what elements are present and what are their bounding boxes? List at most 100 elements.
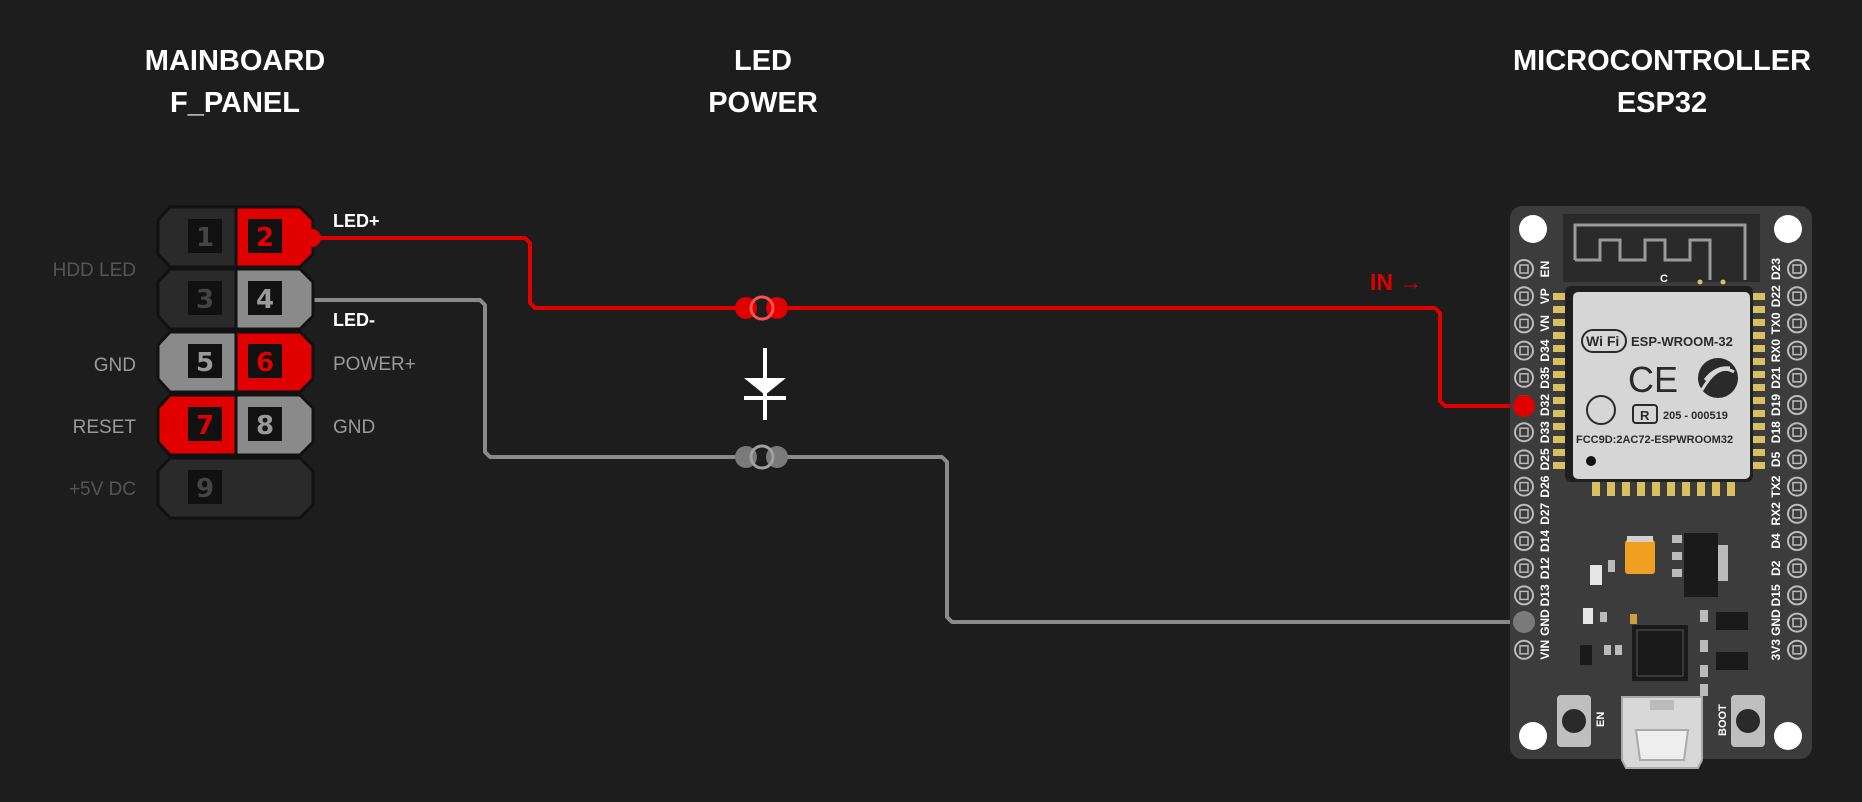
esp32-pin-left-d26[interactable] [1514, 476, 1534, 497]
title-led-power-line1: LED [734, 45, 792, 77]
title-mainboard: MAINBOARD F_PANEL [100, 40, 370, 124]
esp32-pin-right-d4[interactable] [1787, 531, 1807, 551]
esp32-pin-label-right-3v3: 3V3 [1769, 639, 1783, 661]
esp32-pin-right-gnd[interactable] [1787, 612, 1807, 633]
title-microcontroller-line1: MICROCONTROLLER [1512, 45, 1812, 77]
esp32-pin-left-d14[interactable] [1514, 531, 1534, 551]
esp32-pin-right-d22[interactable] [1787, 286, 1807, 307]
pin-number-8: 8 [256, 411, 274, 441]
wire-led-plus[interactable] [310, 236, 745, 310]
title-mainboard-line1: MAINBOARD [144, 45, 326, 77]
pin-number-1: 1 [196, 223, 214, 253]
led-connector-red [735, 295, 788, 321]
label-led-minus: LED- [333, 310, 375, 330]
esp32-pin-left-d25[interactable] [1514, 449, 1534, 470]
esp32-pin-label-left-d12: D12 [1538, 557, 1552, 579]
esp32-pin-label-right-tx2: TX2 [1769, 475, 1783, 497]
esp32-pin-left-vin[interactable] [1514, 639, 1534, 660]
esp32-pin-label-left-d25: D25 [1538, 448, 1552, 470]
esp32-pin-label-left-d32: D32 [1538, 394, 1552, 416]
esp32-pin-label-right-rx0: RX0 [1769, 339, 1783, 363]
esp32-pin-label-right-tx0: TX0 [1769, 312, 1783, 334]
esp32-pin-label-right-d4: D4 [1769, 533, 1783, 549]
pin-number-9: 9 [196, 474, 214, 504]
esp32-pin-label-right-d23: D23 [1769, 258, 1783, 280]
esp32-pin-label-left-d34: D34 [1538, 339, 1552, 361]
en-button-label: EN [1595, 712, 1607, 727]
esp32-pin-label-left-en: EN [1538, 261, 1552, 278]
label-5v-dc: +5V DC [69, 479, 136, 500]
esp32-pin-left-d27[interactable] [1514, 503, 1534, 524]
esp32-pin-label-right-d22: D22 [1769, 285, 1783, 307]
label-power-plus: POWER+ [333, 354, 416, 375]
esp32-pin-label-left-d13: D13 [1538, 584, 1552, 606]
esp32-pin-right-tx0[interactable] [1787, 313, 1807, 334]
esp32-pin-left-d13[interactable] [1514, 585, 1534, 606]
esp32-pin-right-d21[interactable] [1787, 367, 1807, 388]
esp32-pin-label-left-d26: D26 [1538, 475, 1552, 497]
esp32-pin-right-d19[interactable] [1787, 395, 1807, 415]
label-gnd-left: GND [94, 355, 136, 376]
esp32-pin-label-right-gnd: GND [1769, 609, 1783, 636]
wire-in-d32[interactable] [778, 306, 1522, 408]
module-name: ESP-WROOM-32 [1631, 334, 1733, 349]
esp32-pin-right-rx2[interactable] [1787, 503, 1807, 524]
esp32-pin-label-left-d35: D35 [1538, 366, 1552, 388]
esp32-pin-right-3v3[interactable] [1787, 639, 1807, 660]
title-microcontroller: MICROCONTROLLER ESP32 [1482, 40, 1842, 124]
esp32-pin-left-d35[interactable] [1514, 367, 1534, 388]
title-mainboard-line2: F_PANEL [170, 87, 300, 119]
esp32-pin-left-d33[interactable] [1514, 422, 1534, 443]
esp32-pin-left-d34[interactable] [1514, 340, 1534, 361]
esp32-pin-right-d18[interactable] [1787, 422, 1807, 443]
esp32-pin-left-d12[interactable] [1514, 558, 1534, 579]
diode-icon [744, 348, 786, 420]
esp32-pin-right-d15[interactable] [1787, 585, 1807, 606]
esp32-pin-label-right-d21: D21 [1769, 366, 1783, 388]
label-in: IN → [1370, 269, 1422, 295]
pin-number-4: 4 [256, 285, 274, 315]
esp32-pin-left-vp[interactable] [1514, 286, 1534, 307]
esp32-pin-rows: ENVPVND34D35D32D33D25D26D27D14D12D13GNDV… [1514, 258, 1807, 661]
cert-number: 205 - 000519 [1663, 410, 1728, 422]
pin-number-5: 5 [196, 348, 214, 378]
esp32-pin-right-tx2[interactable] [1787, 476, 1807, 497]
label-hdd-led: HDD LED [53, 260, 136, 281]
f-panel-header [156, 205, 321, 520]
esp32-pin-label-right-d5: D5 [1769, 451, 1783, 467]
d32-connection-dot[interactable] [1513, 395, 1535, 417]
wire-gnd[interactable] [778, 455, 1522, 624]
esp32-pin-right-rx0[interactable] [1787, 340, 1807, 361]
esp32-pin-label-left-vin: VIN [1538, 640, 1552, 660]
esp32-pin-right-d2[interactable] [1787, 558, 1807, 579]
esp32-pin-label-right-d15: D15 [1769, 584, 1783, 606]
pin-number-2: 2 [256, 223, 274, 253]
r-mark: R [1640, 408, 1650, 423]
esp32-pin-label-left-d27: D27 [1538, 502, 1552, 524]
esp32-pin-label-left-d14: D14 [1538, 530, 1552, 552]
esp32-board [1510, 206, 1812, 769]
esp32-pin-label-left-gnd: GND [1538, 609, 1552, 636]
label-gnd-right: GND [333, 417, 375, 438]
esp32-pin-label-right-d19: D19 [1769, 394, 1783, 416]
ce-mark: CE [1628, 359, 1678, 400]
esp32-pin-right-d23[interactable] [1787, 259, 1807, 279]
led-connector-gray [735, 444, 788, 470]
label-reset: RESET [73, 417, 137, 438]
esp32-pin-label-left-d33: D33 [1538, 421, 1552, 443]
wire-led-minus[interactable] [310, 298, 745, 459]
esp32-pin-left-vn[interactable] [1514, 313, 1534, 334]
boot-button-label: BOOT [1717, 704, 1729, 736]
esp32-pin-label-right-d2: D2 [1769, 560, 1783, 576]
esp32-pin-label-left-vp: VP [1538, 288, 1552, 304]
esp32-pin-right-d5[interactable] [1787, 449, 1807, 470]
antenna-c-label: C [1660, 273, 1668, 285]
gnd-connection-dot[interactable] [1513, 611, 1535, 633]
title-led-power: LED POWER [663, 40, 863, 124]
title-microcontroller-line2: ESP32 [1616, 87, 1708, 119]
title-led-power-line2: POWER [708, 87, 818, 119]
pin-number-7: 7 [196, 411, 214, 441]
boot-button-graphic [1731, 695, 1765, 747]
esp32-pin-left-en[interactable] [1514, 259, 1534, 279]
